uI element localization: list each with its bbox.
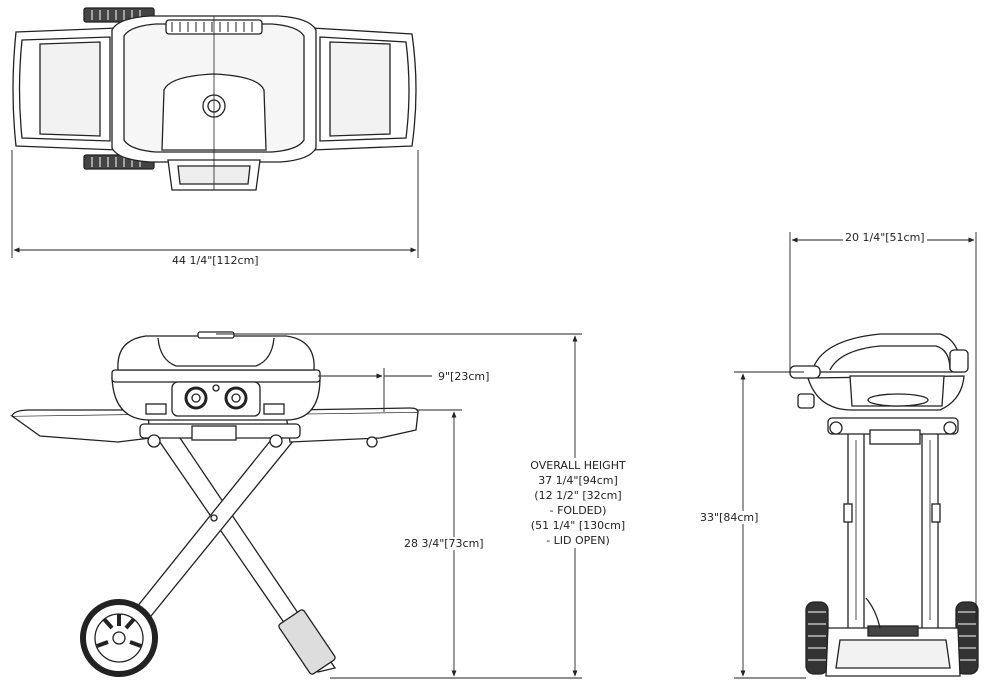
overall-height-line4: - FOLDED) bbox=[549, 504, 607, 517]
label-overall-height: OVERALL HEIGHT 37 1/4"[94cm] (12 1/2" [3… bbox=[520, 458, 636, 548]
overall-height-line6: - LID OPEN) bbox=[546, 534, 610, 547]
dimension-side-lines bbox=[734, 232, 977, 679]
label-shelf-height: 28 3/4"[73cm] bbox=[404, 537, 484, 550]
overall-height-line5: (51 1/4" [130cm] bbox=[530, 519, 626, 532]
side-view-grill bbox=[789, 333, 979, 677]
overall-height-line2: 37 1/4"[94cm] bbox=[538, 474, 618, 487]
overall-height-line3: (12 1/2" [32cm] bbox=[534, 489, 622, 502]
top-view-grill bbox=[12, 7, 417, 191]
label-side-height: 33"[84cm] bbox=[700, 511, 759, 524]
label-shelf-offset: 9"[23cm] bbox=[438, 370, 490, 383]
dimension-top-width bbox=[11, 150, 419, 258]
overall-height-line1: OVERALL HEIGHT bbox=[530, 459, 626, 472]
front-view-grill bbox=[10, 331, 419, 677]
label-side-depth: 20 1/4"[51cm] bbox=[843, 231, 927, 244]
label-top-width: 44 1/4"[112cm] bbox=[172, 254, 259, 267]
